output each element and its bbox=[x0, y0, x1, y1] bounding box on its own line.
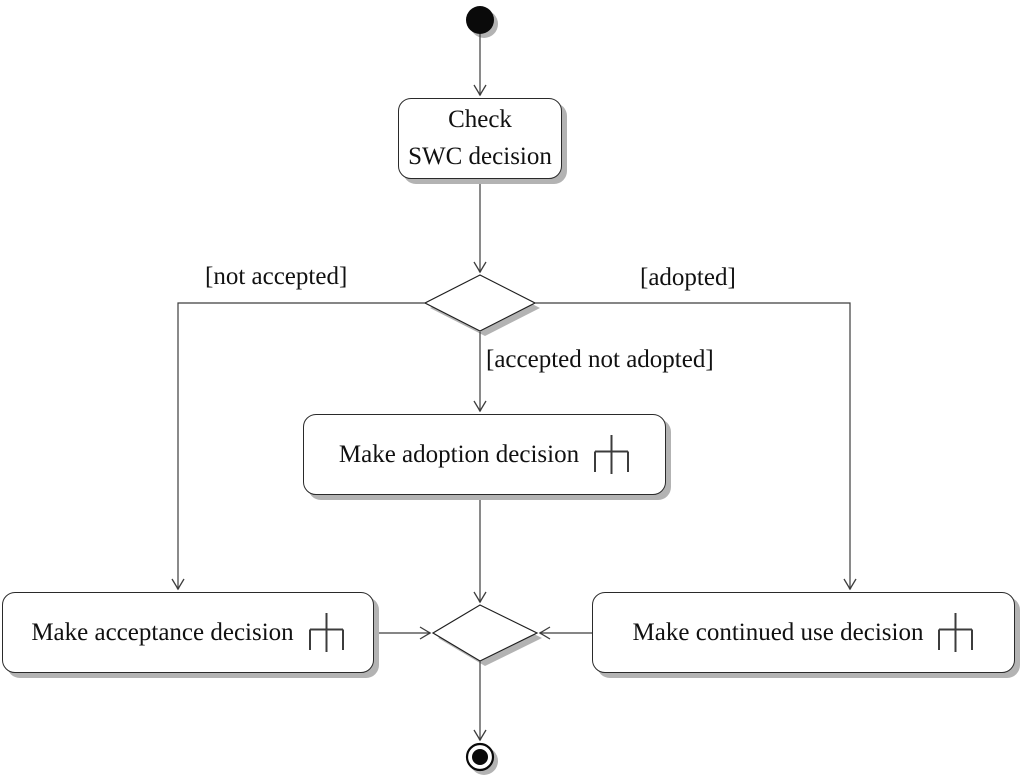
edge-not-accepted-branch bbox=[171, 302, 425, 591]
action-make-continued-use-decision: Make continued use decision bbox=[592, 592, 1015, 673]
action-label-line2: SWC decision bbox=[408, 142, 552, 170]
merge-diamond bbox=[431, 604, 539, 662]
rake-icon bbox=[938, 613, 974, 652]
action-label: Make continued use decision bbox=[632, 618, 924, 646]
action-check-swc-decision: Check SWC decision bbox=[398, 98, 562, 179]
edge-adopted-branch bbox=[535, 302, 857, 591]
decision-diamond bbox=[423, 274, 537, 332]
rake-icon bbox=[594, 435, 630, 474]
rake-icon bbox=[308, 613, 344, 652]
end-node-core bbox=[472, 749, 488, 765]
action-label: Make acceptance decision bbox=[31, 618, 294, 646]
action-label-line1: Check bbox=[448, 106, 512, 134]
action-make-adoption-decision: Make adoption decision bbox=[303, 414, 666, 495]
guard-accepted-not-adopted: [accepted not adopted] bbox=[486, 346, 714, 373]
guard-adopted: [adopted] bbox=[640, 264, 736, 291]
start-node bbox=[466, 6, 494, 34]
action-make-acceptance-decision: Make acceptance decision bbox=[2, 592, 374, 673]
guard-not-accepted: [not accepted] bbox=[205, 263, 348, 290]
action-label: Make adoption decision bbox=[338, 440, 580, 468]
